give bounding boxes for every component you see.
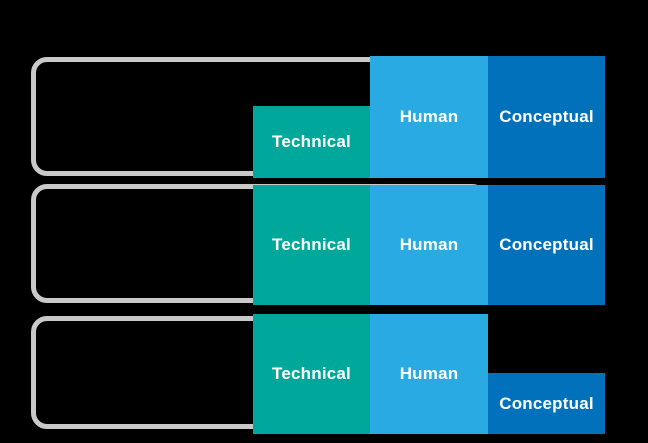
bottom-level-technical-box: Technical bbox=[253, 314, 370, 434]
skill-label-conceptual: Conceptual bbox=[499, 235, 594, 254]
middle-level-technical-box: Technical bbox=[253, 185, 370, 305]
skill-label-technical: Technical bbox=[272, 235, 351, 254]
top-level-conceptual-box: Conceptual bbox=[488, 56, 605, 178]
skill-label-technical: Technical bbox=[272, 364, 351, 383]
skill-label-conceptual: Conceptual bbox=[499, 107, 594, 126]
skill-label-conceptual: Conceptual bbox=[499, 393, 594, 413]
bottom-level-conceptual-box: Conceptual bbox=[488, 373, 605, 434]
skill-label-technical: Technical bbox=[272, 132, 351, 151]
middle-level-conceptual-box: Conceptual bbox=[488, 185, 605, 305]
bottom-level-human-box: Human bbox=[370, 314, 488, 434]
middle-level-human-box: Human bbox=[370, 185, 488, 305]
top-level-human-box: Human bbox=[370, 56, 488, 178]
skill-label-human: Human bbox=[399, 235, 459, 254]
skill-label-human: Human bbox=[399, 107, 459, 126]
top-level-technical-box: Technical bbox=[253, 106, 370, 178]
skill-label-human: Human bbox=[399, 364, 459, 383]
